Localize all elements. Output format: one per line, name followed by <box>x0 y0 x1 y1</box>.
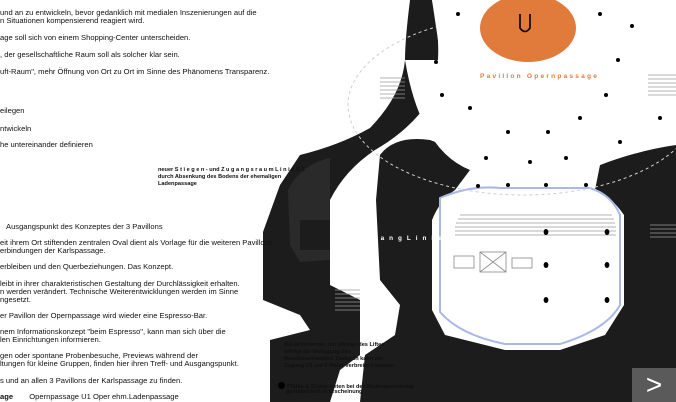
text-line: er Pavillon der Opernpassage wird wieder… <box>0 311 208 320</box>
text-line: s und an allen 3 Pavillons der Karlspass… <box>0 376 183 385</box>
bottom-rest: Opernpassage U1 Oper ehm.Ladenpassage <box>29 392 179 401</box>
stairs-note-1: neuer S t i e g e n - und Z u g a n g s … <box>158 167 305 173</box>
next-page-button[interactable]: > <box>632 368 676 402</box>
wall-mass-upper <box>263 0 439 402</box>
chevron-right-icon: > <box>645 369 663 400</box>
wall-block <box>380 205 398 245</box>
legend-line-1: Pfähle & Stütze treten bei der Bodenabse… <box>287 384 414 390</box>
lift-note-1: Bei Erfordernis: mit Umbau des Liftes <box>284 342 385 348</box>
stairs-note-3: Ladenpassage <box>158 181 197 187</box>
pavillon-label: Pavillon Opernpassage <box>480 73 600 80</box>
text-line: erbindungen der Karlspassage. <box>0 246 106 255</box>
pavilion-glyph <box>519 14 531 33</box>
text-line: gen oder spontane Probenbesuche, Preview… <box>0 351 198 360</box>
text-line: , der gesellschaftliche Raum soll als so… <box>0 50 180 59</box>
text-line: ntwickeln <box>0 124 32 133</box>
wall-notch <box>300 220 330 250</box>
platform-marks <box>543 229 610 303</box>
text-line: n Situationen kompensierend reagiert wir… <box>0 16 145 25</box>
zugang-label: Z u g a n g L i n i e U 1 <box>354 235 462 242</box>
stair-hatch <box>335 74 676 311</box>
lift-box <box>453 251 533 273</box>
section-heading: Ausgangspunkt des Konzeptes der 3 Pavill… <box>6 222 163 231</box>
text-line: leibt in ihrer charakteristischen Gestal… <box>0 279 240 288</box>
bottom-line: age Opernpassage U1 Oper ehm.Ladenpassag… <box>0 392 179 401</box>
corridor-inner <box>439 186 621 345</box>
lift-note-4: Zugang U1 um 2 Meter verbreitert werden <box>284 363 395 369</box>
legend-line-2: gestalterisch in Erscheinung <box>286 389 363 395</box>
text-line: len Einrichtungen informieren. <box>0 335 101 344</box>
text-line: n werden verändert. Technische Weiterent… <box>0 287 239 296</box>
text-line: ngesetzt. <box>0 295 31 304</box>
bottom-bold: age <box>0 392 14 401</box>
text-line: eilegen <box>0 106 25 115</box>
text-line: ltungen für kleine Gruppen, finden hier … <box>0 359 239 368</box>
stairs-note-2: durch Absenkung des Bodens der ehemalige… <box>158 174 282 180</box>
text-line: he untereinander definieren <box>0 140 93 149</box>
text-line: age soll sich von einem Shopping-Center … <box>0 33 191 42</box>
legend: Pfähle & Stütze treten bei der Bodenabse… <box>278 382 413 391</box>
lift-note-3: Maschinenraumes. Dadurch kann der <box>284 356 384 362</box>
column-dots <box>434 12 662 188</box>
text-line: und an zu entwickeln, bevor gedanklich m… <box>0 8 257 17</box>
text-line: erbleiben und den Querbeziehungen. Das K… <box>0 262 174 271</box>
pile-marker-icon <box>278 382 285 389</box>
lift-note-2: erfolgt die Verlegung des <box>284 349 351 355</box>
text-line: nem Informationskonzept "beim Espresso",… <box>0 327 226 336</box>
plaza-oval <box>347 14 676 196</box>
plaza-fill <box>405 0 676 170</box>
text-line: uft-Raum", mehr Öffnung von Ort zu Ort i… <box>0 67 270 76</box>
text-line: eit ihrem Ort stiftenden zentralen Oval … <box>0 238 273 247</box>
